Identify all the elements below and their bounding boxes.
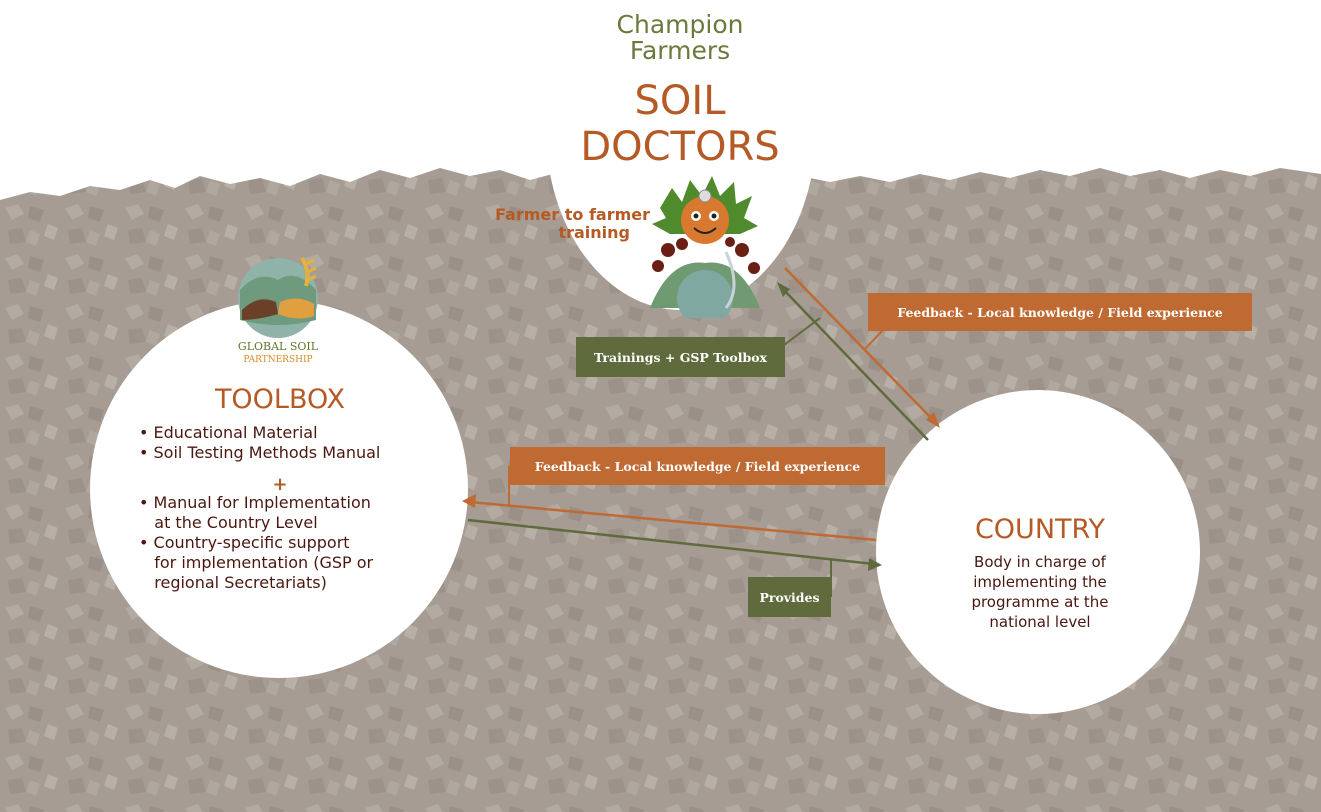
toolbox-item: • Educational Material <box>139 423 318 442</box>
subtitle-line-2: Farmers <box>629 36 731 65</box>
f2f-line-1: Farmer to farmer <box>495 205 650 224</box>
toolbox-item: • Country-specific support <box>139 533 350 552</box>
toolbox-item: for implementation (GSP or <box>139 553 374 572</box>
country-title: COUNTRY <box>974 514 1106 545</box>
feedback-label-mid: Feedback - Local knowledge / Field exper… <box>510 447 885 485</box>
toolbox-title: TOOLBOX <box>214 384 346 415</box>
logo-line-1: GLOBAL SOIL <box>238 340 319 353</box>
trainings-leader <box>783 317 821 346</box>
toolbox-item: • Manual for Implementation <box>139 493 371 512</box>
soil-doctors-node <box>546 0 816 310</box>
farmer-to-farmer-label: Farmer to farmer training <box>470 206 650 242</box>
country-line: programme at the <box>971 593 1109 611</box>
feedback-arrowhead-top <box>926 412 940 428</box>
champion-farmers-subtitle: Champion Farmers <box>560 12 800 64</box>
toolbox-item: regional Secretariats) <box>139 573 327 592</box>
feedback-label-top: Feedback - Local knowledge / Field exper… <box>868 293 1252 331</box>
provides-arrow <box>467 518 875 566</box>
soil-doctor-mascot-icon <box>650 176 760 318</box>
country-description: Body in charge of implementing the progr… <box>950 552 1130 632</box>
trainings-arrow <box>781 287 929 441</box>
country-node <box>876 390 1200 714</box>
toolbox-item: • Soil Testing Methods Manual <box>139 443 381 462</box>
toolbox-item-list: • Educational Material • Soil Testing Me… <box>139 423 439 593</box>
trainings-arrowhead <box>777 282 790 297</box>
soil-doctors-title: SOIL DOCTORS <box>540 78 820 170</box>
provides-arrowhead <box>868 558 882 571</box>
global-soil-partnership-logo: GLOBAL SOIL PARTNERSHIP <box>222 256 334 366</box>
feedback-arrowhead-mid <box>462 494 476 508</box>
title-line-2: DOCTORS <box>580 124 780 170</box>
country-line: implementing the <box>973 573 1107 591</box>
plus-sign: + <box>272 474 288 495</box>
title-line-1: SOIL <box>634 78 726 124</box>
feedback-arrow-mid <box>469 500 877 542</box>
country-line: national level <box>989 613 1091 631</box>
toolbox-item: at the Country Level <box>139 513 318 532</box>
logo-line-2: PARTNERSHIP <box>243 355 312 365</box>
subtitle-line-1: Champion <box>616 10 744 39</box>
f2f-line-2: training <box>558 223 630 242</box>
provides-label: Provides <box>748 577 831 617</box>
country-line: Body in charge of <box>974 553 1106 571</box>
trainings-label: Trainings + GSP Toolbox <box>576 337 785 377</box>
feedback-arrow-top <box>784 267 936 423</box>
